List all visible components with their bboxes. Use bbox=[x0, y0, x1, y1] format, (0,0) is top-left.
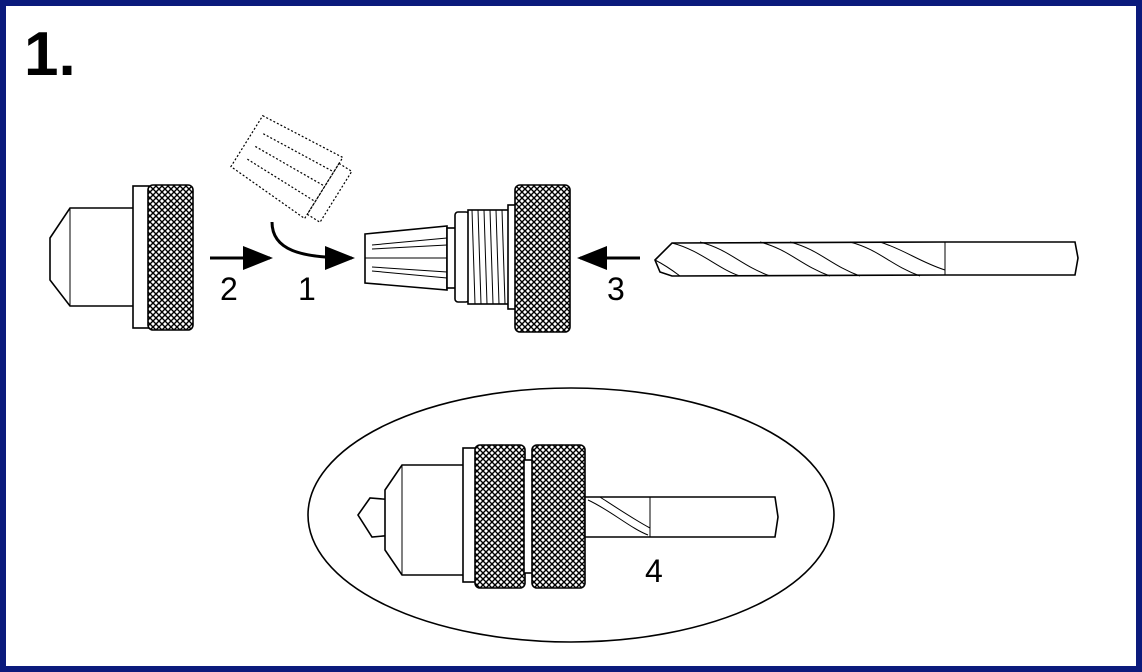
detail-ellipse bbox=[307, 387, 835, 643]
label-2: 2 bbox=[220, 271, 238, 307]
label-3: 3 bbox=[607, 271, 625, 307]
step-number: 1. bbox=[24, 20, 76, 89]
cap-nut bbox=[49, 184, 194, 331]
collet-holder bbox=[364, 184, 571, 333]
label-4: 4 bbox=[645, 553, 663, 589]
collet-ghost bbox=[230, 114, 353, 224]
arrow-1 bbox=[270, 221, 355, 270]
assembled-tool bbox=[357, 444, 779, 589]
label-1: 1 bbox=[298, 271, 316, 307]
drill-bit bbox=[654, 241, 1079, 277]
